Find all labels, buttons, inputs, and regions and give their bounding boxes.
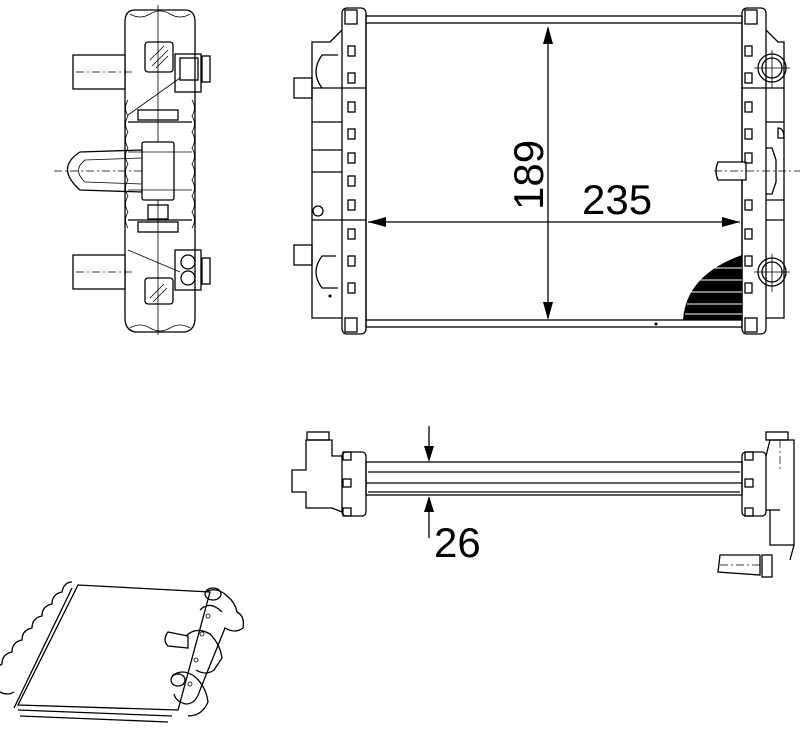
width-dimension-label: 235	[582, 176, 652, 223]
side-view	[54, 5, 211, 335]
height-dimension-label: 189	[505, 140, 552, 210]
front-view: 189 235	[293, 7, 800, 335]
depth-dimension-label: 26	[434, 519, 481, 566]
isometric-view	[0, 581, 245, 723]
top-view: 26	[291, 426, 795, 578]
